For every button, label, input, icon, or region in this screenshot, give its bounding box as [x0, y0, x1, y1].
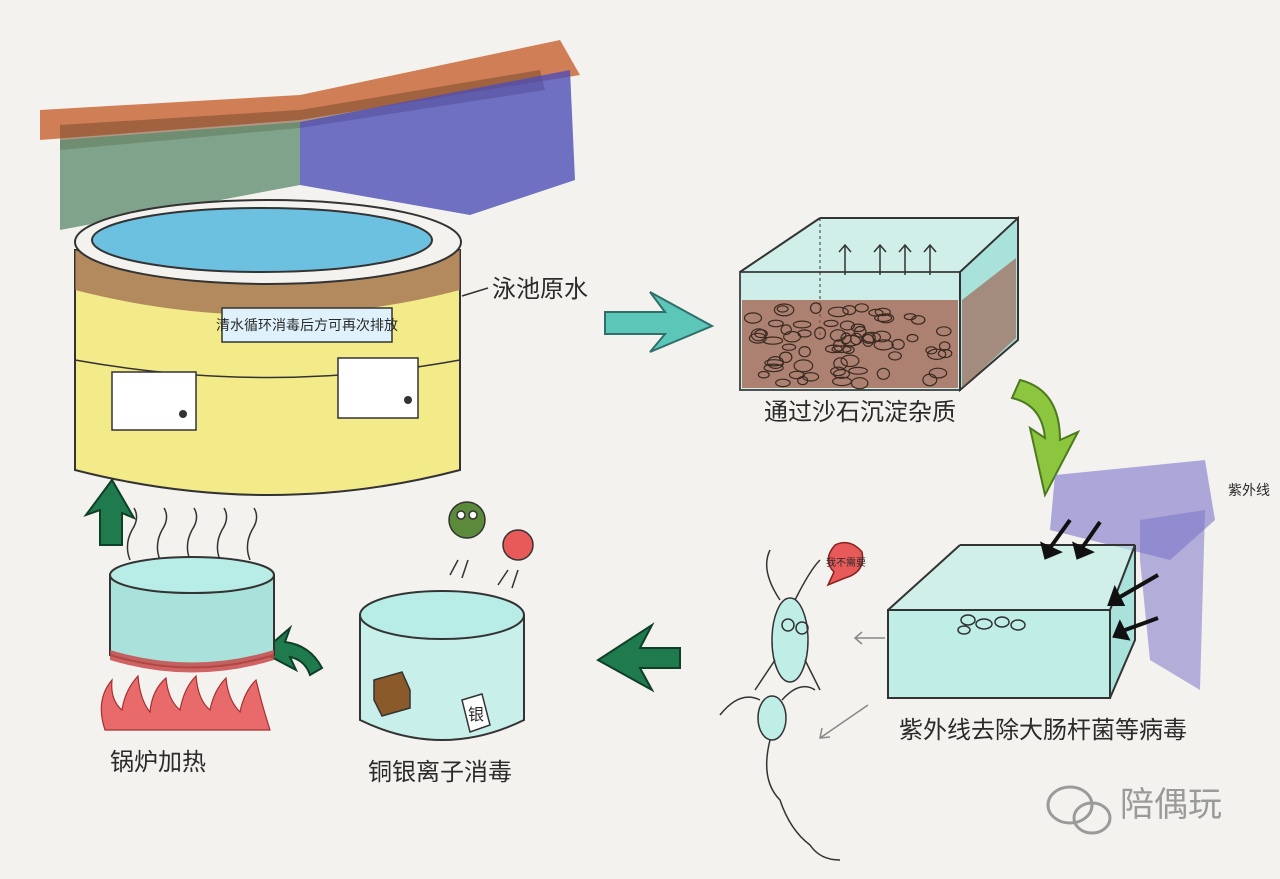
uv-label: 紫外线去除大肠杆菌等病毒 [899, 716, 1187, 744]
pebble [910, 315, 926, 325]
pebble [831, 345, 852, 354]
pebble [766, 356, 784, 370]
pebble [891, 338, 905, 350]
pebble [809, 302, 822, 314]
pebble [748, 332, 767, 344]
watermark: 陪偶玩 [1046, 785, 1222, 835]
pebble [824, 344, 843, 354]
wechat-icon [1046, 785, 1112, 835]
pebble [872, 330, 892, 343]
pebble [827, 306, 849, 318]
pebble [935, 326, 952, 337]
pool-room [40, 40, 580, 230]
microbes: 我不需要 [719, 541, 885, 861]
arrow-copper-to-boiler [260, 624, 324, 677]
pebble [848, 366, 868, 375]
pebble [773, 303, 795, 317]
pebble [874, 307, 891, 317]
pebble [903, 313, 917, 321]
pebble [757, 370, 770, 379]
pool-label: 泳池原水 [492, 275, 588, 303]
arrow-boiler-to-pool [83, 478, 137, 546]
pebble [927, 348, 947, 360]
pebble [840, 334, 861, 347]
microbe-bubble-label: 我不需要 [826, 557, 866, 569]
pebble [829, 329, 847, 342]
pool-sign-label: 清水循环消毒后方可再次排放 [216, 318, 398, 334]
pebble [750, 328, 767, 342]
pebble [850, 377, 869, 390]
pebble [906, 333, 919, 343]
pebble [792, 320, 812, 329]
pebble [873, 339, 894, 351]
boiler: 锅炉加热 [100, 507, 275, 776]
pebble [876, 367, 891, 380]
arrow-sand-to-uv [1010, 378, 1081, 498]
pebble [830, 366, 846, 377]
pebble [776, 305, 789, 313]
pebble [877, 313, 895, 324]
pebble [788, 370, 805, 380]
copper-label: 铜银离子消毒 [368, 758, 512, 786]
pebble [888, 351, 902, 361]
sand-filter-box: 通过沙石沉淀杂质 [739, 215, 1019, 426]
pebble [862, 333, 875, 347]
pebble [874, 313, 893, 323]
pebble [768, 319, 784, 328]
pebble [925, 346, 938, 355]
pebble [928, 367, 948, 379]
pebble [833, 357, 848, 371]
pebble [842, 305, 857, 316]
copper-silver-tank: 银 铜银离子消毒 [359, 501, 534, 786]
silver-tag-label: 银 [468, 705, 484, 724]
arrow-uv-to-copper [596, 622, 681, 693]
pebble [823, 319, 839, 328]
pebble [839, 320, 856, 331]
pebble [814, 326, 827, 340]
pebble [938, 341, 951, 351]
pebble [775, 378, 791, 388]
pool: 清水循环消毒后方可再次排放 泳池原水 [74, 199, 588, 496]
watermark-text: 陪偶玩 [1120, 785, 1222, 825]
pebble [937, 348, 953, 359]
pebble [797, 329, 812, 338]
pebble [781, 343, 797, 351]
boiler-label: 锅炉加热 [110, 748, 206, 776]
uv-section: 紫外线 紫外线去除大肠杆菌等病毒 [887, 460, 1270, 744]
pebble [850, 323, 866, 333]
uv-rays-label: 紫外线 [1228, 483, 1270, 499]
pebble [780, 324, 792, 336]
pebble [798, 346, 811, 358]
pebble [922, 373, 938, 387]
pebble [763, 363, 784, 373]
pebble [853, 325, 867, 338]
pebble [754, 329, 768, 339]
pebble [840, 354, 860, 368]
pebble [762, 336, 784, 345]
sand-label: 通过沙石沉淀杂质 [764, 398, 956, 426]
pebble [743, 312, 763, 324]
pebble [793, 359, 814, 373]
pebble [801, 371, 820, 382]
arrow-pool-to-sand [604, 291, 715, 353]
